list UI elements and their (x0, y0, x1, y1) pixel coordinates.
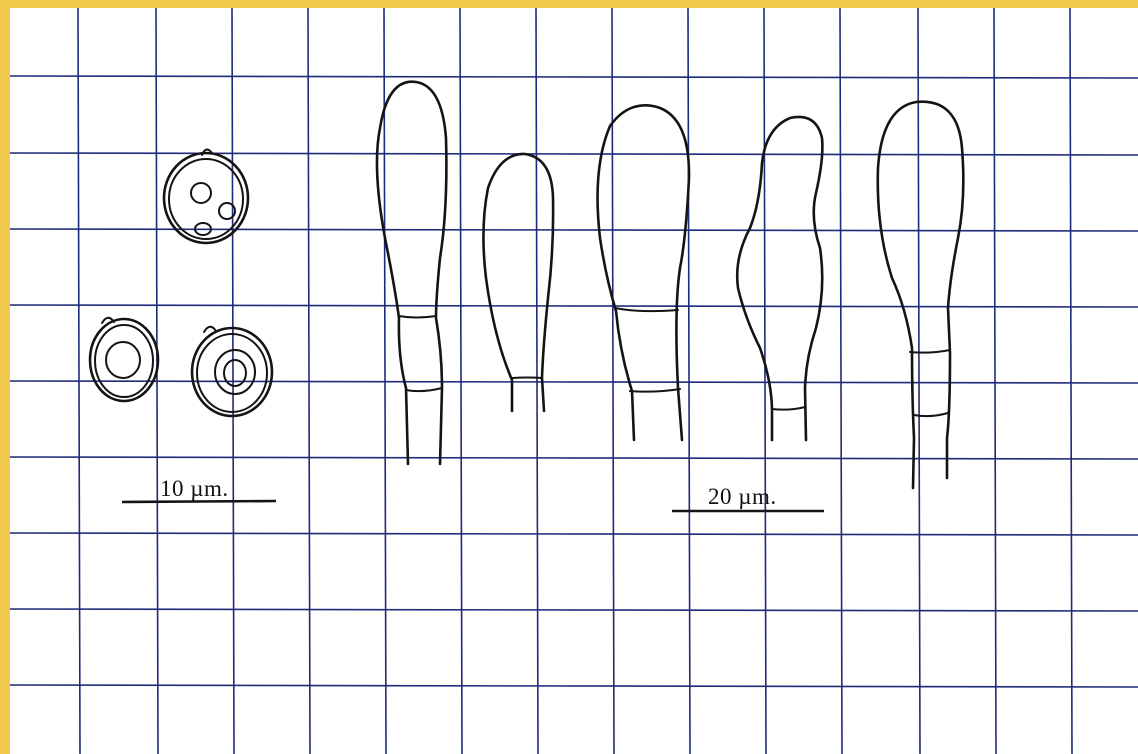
cystidium-5 (878, 102, 964, 488)
scale-bar-10um-label: 10 µm. (160, 476, 229, 502)
cystidium-4 (737, 117, 822, 440)
spore-bottom-right (192, 327, 272, 416)
cystidium-1 (377, 82, 446, 464)
spore-bottom-left (90, 318, 158, 401)
scale-bar-20um-label: 20 µm. (708, 484, 777, 510)
micrograph-drawing (10, 8, 1138, 754)
grid-lines (10, 8, 1138, 754)
cystidium-3 (598, 105, 689, 440)
cystidium-2 (483, 154, 553, 411)
